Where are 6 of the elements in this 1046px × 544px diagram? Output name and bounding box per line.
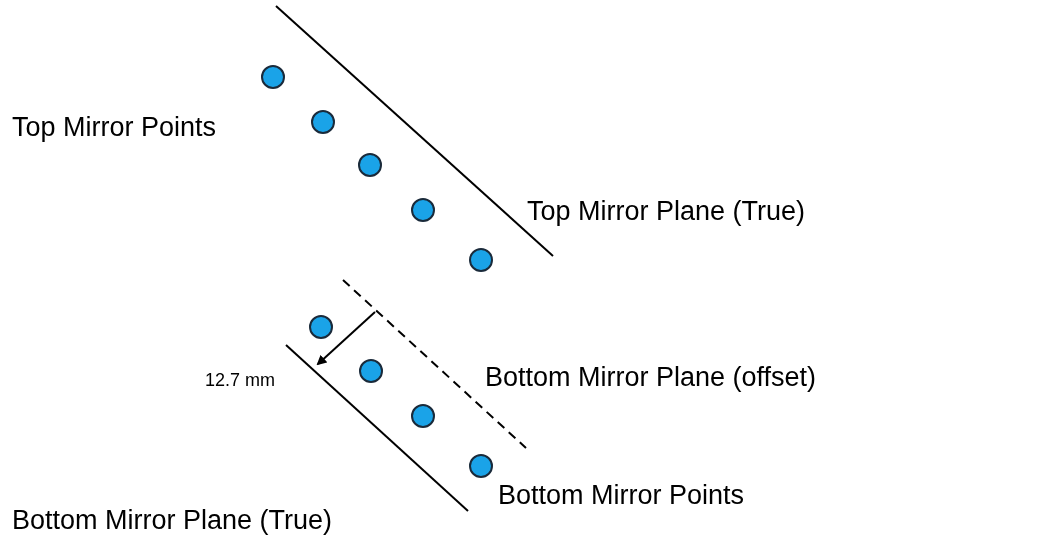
plane-label: Top Mirror Plane (True) xyxy=(527,196,806,228)
plane-label: Bottom Mirror Plane (True) xyxy=(12,505,333,537)
plane-label: Bottom Mirror Plane (offset) xyxy=(485,362,817,394)
points-label: Top Mirror Points xyxy=(12,112,217,144)
dimension-label: 12.7 mm xyxy=(205,370,276,391)
points-label: Bottom Mirror Points xyxy=(498,480,745,512)
